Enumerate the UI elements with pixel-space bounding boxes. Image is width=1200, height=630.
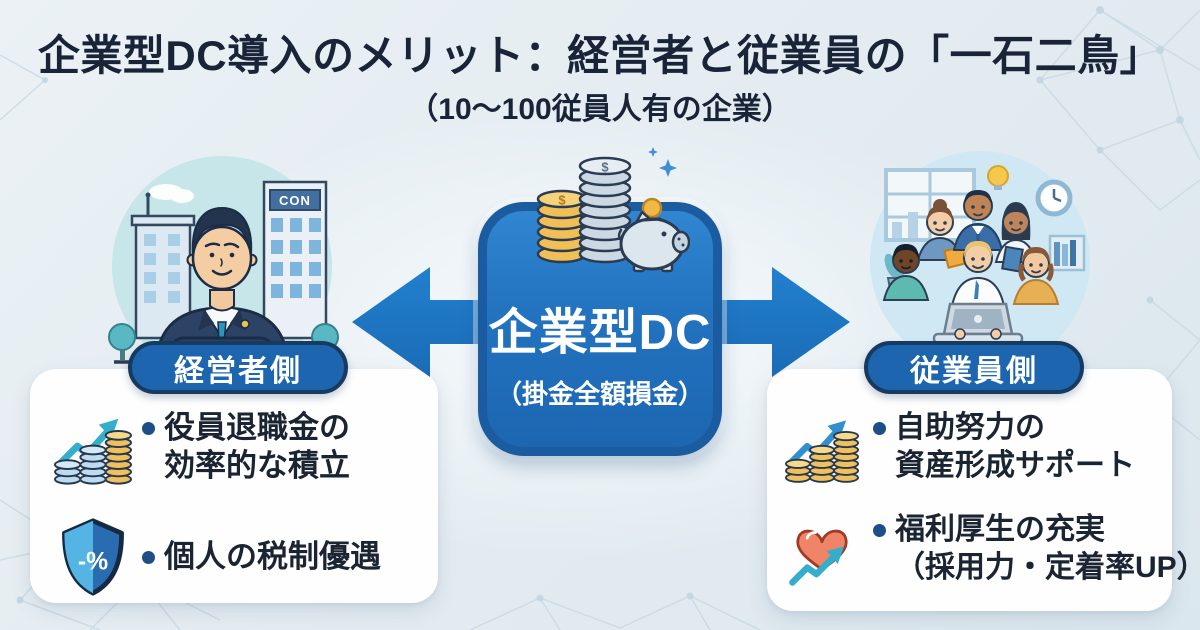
benefit-item: -% 個人の税制優遇: [54, 517, 428, 597]
benefit-text: 役員退職金の 効率的な積立: [164, 410, 350, 483]
employee-mid-right: [1012, 247, 1060, 305]
arrow-left-icon: [352, 267, 482, 377]
clock-icon: [1035, 179, 1073, 217]
dc-center-box: 企業型DC （掛金全額損金）: [478, 202, 722, 456]
gold-coin-stack: $: [536, 189, 588, 264]
employee-benefits-card: 自助努力の 資産形成サポート 福利厚生の充実 （採用力・定着率UP）: [767, 369, 1200, 611]
benefit-item: 役員退職金の 効率的な積立: [54, 409, 428, 489]
benefit-text: 福利厚生の充実 （採用力・定着率UP）: [895, 513, 1200, 584]
cloud-icon: [149, 184, 194, 203]
shield-label: -%: [78, 548, 108, 575]
employee-back-center: [952, 190, 1004, 251]
employer-benefits-card: 役員退職金の 効率的な積立 -% 個人の税制優遇: [30, 369, 438, 603]
shield-tax-discount-icon: -%: [54, 517, 132, 597]
bullet-icon: [873, 422, 886, 435]
office-building-right: CON: [262, 180, 328, 340]
executive-illustration: CON: [108, 156, 339, 374]
gold-coin-symbol: $: [558, 193, 566, 208]
building-sign-label: CON: [279, 193, 311, 208]
page-subtitle: （10〜100従員人有の企業）: [408, 93, 792, 126]
page-title: 企業型DC導入のメリット：経営者と従業員の「一石二鳥」: [37, 32, 1163, 79]
silver-coin-symbol: $: [601, 160, 609, 175]
coins-growth-icon: [54, 409, 132, 489]
piggy-bank-icon: [617, 197, 690, 273]
bullet-icon: [142, 550, 155, 564]
lightbulb-icon: [987, 165, 1009, 190]
badge-employer: 経営者側: [128, 341, 348, 394]
benefit-item: 自助努力の 資産形成サポート: [785, 409, 1166, 489]
coins-piggybank-icon: $ $: [536, 147, 690, 273]
bullet-icon: [142, 422, 155, 435]
coins-growth-icon: [785, 409, 863, 489]
bookshelf-icon: [1048, 234, 1086, 272]
bullet-icon: [873, 524, 886, 537]
dc-title: 企業型DC: [488, 306, 712, 360]
employee-mid-center: [950, 241, 1006, 307]
employee-back-left: [916, 199, 974, 269]
benefit-text: 自助努力の 資産形成サポート: [895, 411, 1135, 482]
heart-growth-icon: [785, 511, 863, 591]
laptop-icon: [932, 302, 1024, 345]
benefit-text: 個人の税制優遇: [164, 539, 381, 574]
benefit-item: 福利厚生の充実 （採用力・定着率UP）: [785, 511, 1200, 591]
dc-note: （掛金全額損金）: [495, 379, 704, 409]
badge-employee: 従業員側: [864, 341, 1084, 394]
arrow-right-icon: [718, 267, 850, 377]
employees-illustration: [870, 151, 1090, 371]
sparkle-icon: [648, 147, 677, 177]
employee-mid-left: [882, 244, 930, 301]
